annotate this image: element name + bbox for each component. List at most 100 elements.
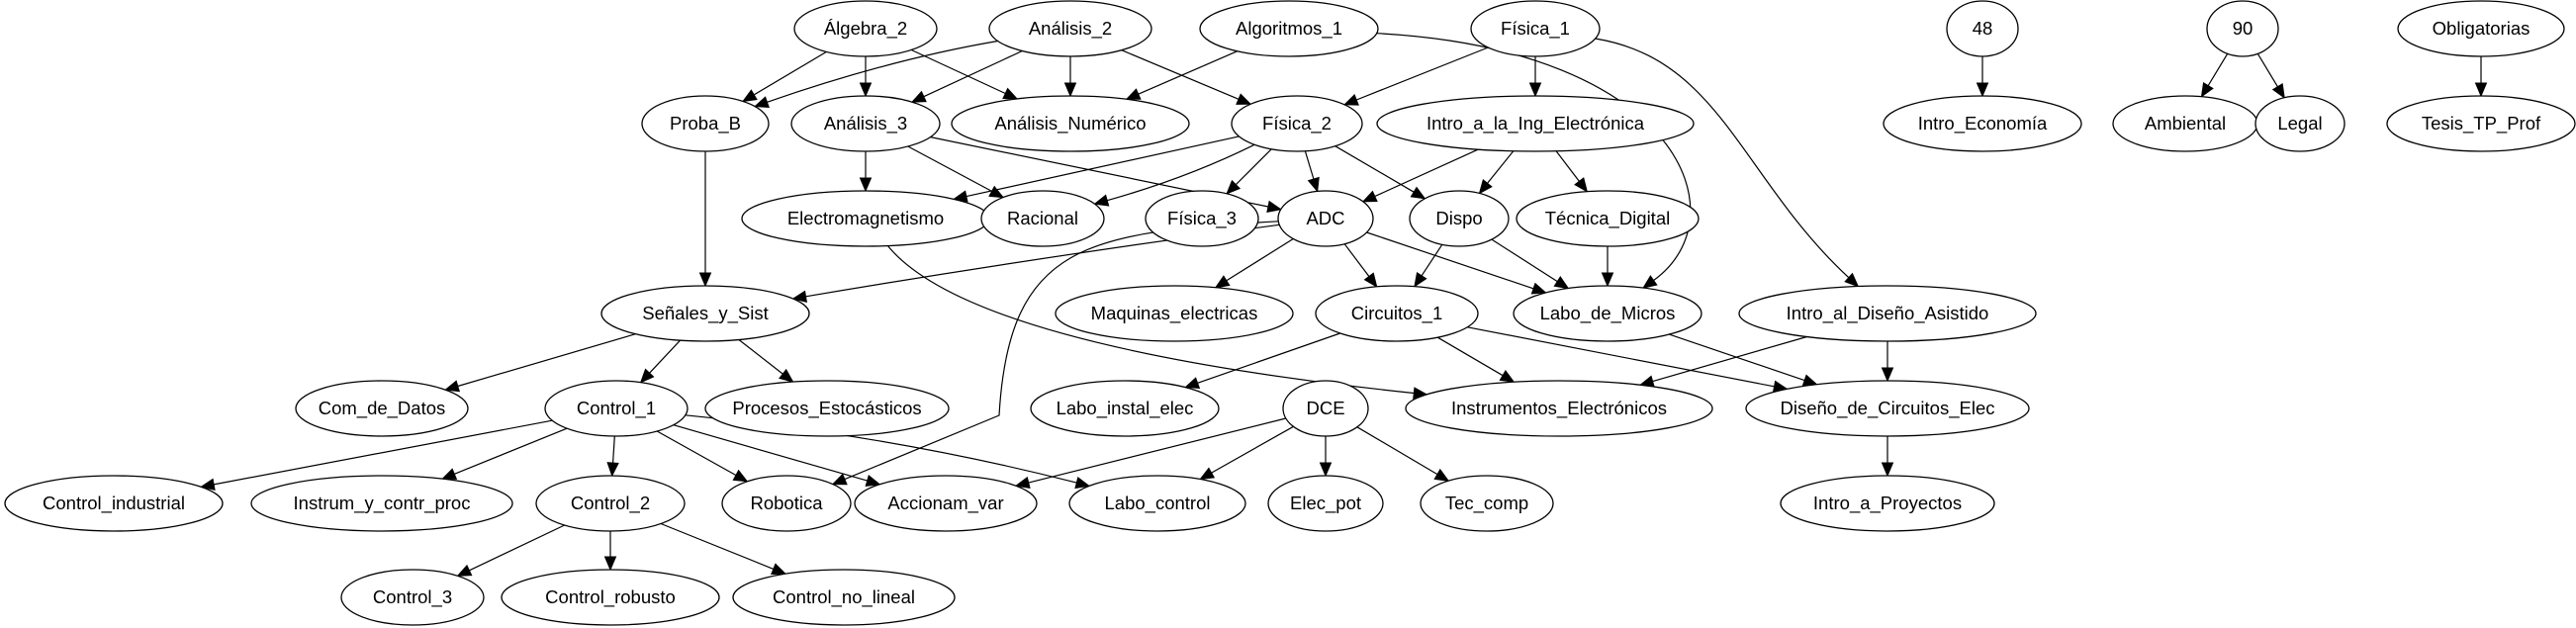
edge-algebra2-to-analisisNumerico	[911, 48, 1019, 100]
arrowhead	[791, 290, 808, 303]
node-label: Tesis_TP_Prof	[2422, 113, 2541, 135]
edge-layer	[200, 33, 2488, 577]
arrowhead	[1363, 272, 1378, 288]
node-label: Tec_comp	[1445, 493, 1528, 514]
arrowhead	[779, 368, 794, 383]
arrowhead	[1574, 177, 1589, 193]
node-ellipse	[2254, 95, 2346, 152]
node-fisica1: Física_1	[1470, 0, 1601, 57]
arrowhead	[1236, 93, 1252, 105]
arrowhead	[2474, 82, 2488, 98]
node-label: Instrumentos_Electrónicos	[1451, 398, 1667, 419]
edge-line	[457, 333, 636, 388]
node-label: Señales_y_Sist	[642, 303, 769, 324]
node-label: Procesos_Estocásticos	[732, 398, 921, 419]
edge-fisica1-to-introDiseno	[1595, 38, 1860, 288]
node-label: Técnica_Digital	[1545, 208, 1670, 229]
edge-fisica1-to-introIngElec	[1528, 56, 1542, 98]
node-introProyectos: Intro_a_Proyectos	[1780, 475, 1995, 532]
edge-introIngElec-to-dispo	[1478, 150, 1515, 195]
edge-introIngElec-to-adc	[1361, 148, 1479, 203]
edge-line	[767, 40, 998, 103]
node-label: Labo_instal_elec	[1057, 398, 1194, 419]
node-ellipse	[1946, 0, 2019, 57]
node-tecComp: Tec_comp	[1420, 475, 1554, 532]
node-label: Maquinas_electricas	[1091, 303, 1258, 324]
edge-line	[656, 430, 737, 477]
node-ellipse	[1068, 475, 1246, 532]
node-label: DCE	[1306, 398, 1344, 418]
edge-control1-to-accionam	[673, 424, 881, 487]
arrowhead	[2200, 81, 2214, 98]
node-legal: Legal	[2254, 95, 2346, 152]
node-label: Obligatorias	[2433, 18, 2530, 39]
node-algoritmos1: Algoritmos_1	[1199, 0, 1379, 57]
node-label: Labo_de_Micros	[1540, 303, 1676, 324]
node-label: Control_2	[571, 493, 650, 514]
node-ellipse	[1030, 380, 1220, 437]
node-label: Ambiental	[2145, 113, 2226, 134]
edge-adc-to-circuitos1	[1343, 243, 1378, 288]
edge-control1-to-instrumControl	[441, 427, 568, 480]
arrowhead	[1414, 271, 1427, 288]
node-controlRobusto: Control_robusto	[501, 569, 720, 626]
node-ellipse	[1516, 190, 1700, 247]
edge-algoritmos1-to-analisisNumerico	[1125, 50, 1238, 100]
edge-analisis3-to-racional	[907, 145, 1005, 199]
node-tecnicaDigital: Técnica_Digital	[1516, 190, 1700, 247]
arrowhead	[1125, 88, 1142, 100]
edge-laboMicros-to-disenoCircuitos	[1669, 333, 1818, 387]
node-controlNoLineal: Control_no_lineal	[732, 569, 956, 626]
node-ellipse	[1199, 0, 1379, 57]
node-maquinas: Maquinas_electricas	[1055, 285, 1294, 342]
edge-analisis2-to-analisisNumerico	[1063, 56, 1077, 98]
edge-line	[923, 49, 1023, 98]
arrowhead	[1553, 275, 1570, 290]
node-label: Análisis_Numérico	[994, 113, 1146, 135]
node-ambiental: Ambiental	[2112, 95, 2258, 152]
edge-line	[907, 145, 992, 192]
node-ellipse	[854, 475, 1038, 532]
node-control2: Control_2	[535, 475, 686, 532]
edge-n48-to-introEconomia	[1976, 56, 1989, 98]
node-label: Análisis_2	[1029, 18, 1112, 40]
node-instrumentos: Instrumentos_Electrónicos	[1405, 380, 1713, 437]
node-label: Circuitos_1	[1351, 303, 1443, 324]
node-ellipse	[1420, 475, 1554, 532]
arrowhead	[1214, 275, 1231, 289]
arrowhead	[1499, 369, 1516, 383]
edge-line	[1652, 335, 1807, 383]
arrowhead	[1601, 272, 1614, 288]
edge-line	[1197, 332, 1340, 384]
arrowhead	[1093, 194, 1110, 207]
node-ellipse	[1376, 95, 1695, 152]
arrowhead	[606, 462, 619, 478]
node-laboMicros: Labo_de_Micros	[1513, 285, 1702, 342]
edge-line	[1467, 326, 1775, 388]
edge-line	[1595, 38, 1850, 279]
node-ellipse	[600, 285, 810, 342]
node-label: Intro_al_Diseño_Asistido	[1787, 303, 1989, 324]
edge-line	[738, 339, 783, 375]
node-obligatorias: Obligatorias	[2397, 0, 2565, 57]
edge-dce-to-laboControl	[1199, 425, 1294, 481]
edge-line	[1487, 150, 1515, 184]
arrowhead	[1063, 82, 1077, 98]
node-senales: Señales_y_Sist	[600, 285, 810, 342]
node-label: Control_no_lineal	[773, 586, 915, 608]
node-procesosEst: Procesos_Estocásticos	[704, 380, 950, 437]
edge-line	[1028, 417, 1287, 484]
node-label: Control_robusto	[545, 586, 676, 608]
arrowhead	[1014, 476, 1031, 490]
node-label: Electromagnetismo	[787, 208, 944, 228]
node-laboInstal: Labo_instal_elec	[1030, 380, 1220, 437]
arrowhead	[1199, 467, 1216, 481]
arrowhead	[1410, 186, 1426, 200]
arrowhead	[639, 368, 655, 384]
arrowhead	[771, 563, 787, 576]
edge-adc-to-laboMicros	[1366, 231, 1547, 295]
arrowhead	[859, 177, 873, 193]
edge-line	[886, 245, 1415, 395]
node-ellipse	[1315, 285, 1479, 342]
